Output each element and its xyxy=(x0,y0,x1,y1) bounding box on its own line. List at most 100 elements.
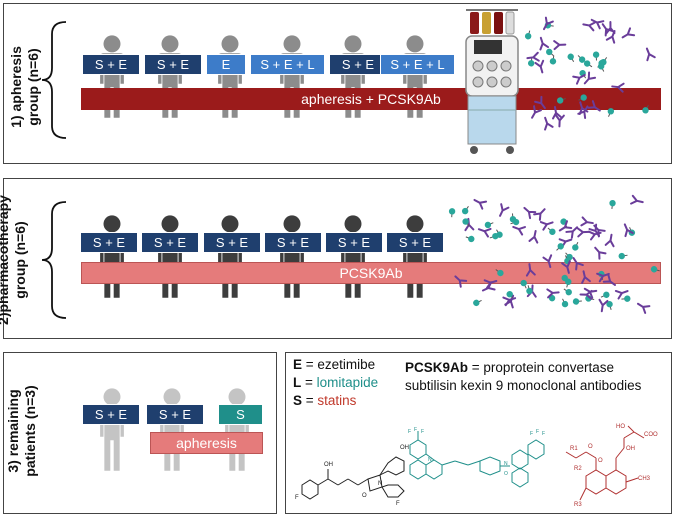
ligand-molecule-icon xyxy=(547,227,556,235)
antibody-icon xyxy=(512,225,526,236)
legend-lomitapide-eq: = xyxy=(301,375,317,390)
antibody-icon xyxy=(473,198,488,210)
ligand-molecule-icon xyxy=(578,94,587,101)
antibody-icon xyxy=(477,227,492,238)
legend-ezetimibe-text: = ezetimibe xyxy=(302,357,376,372)
apheresis-group-person-icon xyxy=(153,17,187,142)
pharmacotherapy-group-person-icon xyxy=(95,195,129,324)
statin-structure: HO COO OH O O CH3 R1 R2 R3 xyxy=(565,424,658,508)
ligand-molecule-icon xyxy=(600,291,610,298)
antibody-icon xyxy=(552,105,562,120)
apheresis-group-medication-tag: S + E xyxy=(82,54,140,75)
ligand-molecule-icon xyxy=(609,199,616,210)
statin-label-oh: OH xyxy=(626,446,635,452)
antibody-icon xyxy=(630,194,644,205)
antibody-icon xyxy=(533,208,546,221)
statin-label-o1: O xyxy=(588,444,593,450)
legend-ezetimibe-key: E xyxy=(293,357,303,372)
antibody-icon xyxy=(539,36,550,51)
lomitapide-label-f2: F xyxy=(408,429,411,435)
antibody-icon xyxy=(594,246,607,260)
antibody-icon xyxy=(581,270,591,284)
antibody-icon xyxy=(621,27,636,39)
antibody-icon xyxy=(623,223,634,238)
lomitapide-label-n1: N xyxy=(428,457,432,463)
antibody-icon xyxy=(583,71,597,85)
ezetimibe-label-f1: F xyxy=(295,495,299,501)
pharmacotherapy-group-medication-tag: S + E xyxy=(203,232,261,253)
pcsk9ab-bar-label: PCSK9Ab xyxy=(339,265,403,281)
pharmacotherapy-group-person-icon xyxy=(336,195,370,324)
ligand-molecule-icon xyxy=(484,221,494,229)
ligand-molecule-icon xyxy=(572,242,579,251)
antibody-icon xyxy=(604,233,615,248)
ligand-molecule-icon xyxy=(621,295,631,302)
antibody-icon xyxy=(582,21,596,32)
ligand-molecule-icon xyxy=(495,269,504,277)
antibody-icon xyxy=(614,289,629,300)
legend-panel xyxy=(285,352,672,514)
ezetimibe-label-n: N xyxy=(378,481,382,487)
ligand-molecule-icon xyxy=(563,288,572,296)
ligand-molecule-icon xyxy=(642,105,649,114)
apheresis-group-medication-tag: E xyxy=(206,54,246,75)
ligand-molecule-icon xyxy=(583,60,593,68)
lomitapide-label-f5: F xyxy=(530,431,533,437)
remaining-patients-medication-tag: S xyxy=(218,404,263,425)
statin-label-ch3: CH3 xyxy=(638,476,651,482)
antibody-icon xyxy=(542,254,553,269)
legend-statins-key: S xyxy=(293,393,303,408)
antibody-icon xyxy=(645,47,656,62)
antibody-icon xyxy=(528,229,539,244)
antibody-icon xyxy=(605,30,616,44)
ligand-molecule-icon xyxy=(520,279,527,289)
apheresis-group-medication-tag: S + E + L xyxy=(250,54,325,75)
lomitapide-label-n2: N xyxy=(504,461,508,467)
legend-statins-eq: = xyxy=(302,393,318,408)
ligand-molecule-icon xyxy=(496,229,503,238)
pharmacotherapy-group-person-icon xyxy=(153,195,187,324)
pharmacotherapy-group-medication-tag: S + E xyxy=(325,232,383,253)
ligand-molecule-icon xyxy=(549,55,557,65)
statin-label-r2: R2 xyxy=(574,466,582,472)
antibody-icon xyxy=(539,221,554,231)
ligand-molecule-icon xyxy=(650,266,660,273)
ligand-molecule-icon xyxy=(607,108,615,117)
ligand-molecule-icon xyxy=(461,206,469,215)
antibody-icon xyxy=(590,18,605,30)
legend-statins-text: statins xyxy=(317,393,357,408)
legend-ezetimibe: E = ezetimibe xyxy=(293,357,375,372)
bracket-1 xyxy=(41,21,67,139)
antibody-cloud-2 xyxy=(448,194,660,314)
antibody-cloud-1 xyxy=(524,16,656,131)
antibody-icon xyxy=(483,279,498,289)
antibody-icon xyxy=(544,116,554,131)
antibody-icon xyxy=(601,23,614,37)
statin-label-ho: HO xyxy=(616,424,625,430)
legend-statins: S = statins xyxy=(293,393,356,408)
ligand-molecule-icon xyxy=(567,53,575,63)
apheresis-group-medication-tag: S + E xyxy=(329,54,387,75)
antibody-icon xyxy=(499,203,510,217)
antibody-icon xyxy=(579,289,593,300)
ezetimibe-label-o: O xyxy=(362,493,367,499)
antibody-icon xyxy=(580,216,594,227)
remaining-patients-person-icon xyxy=(95,368,129,497)
remaining-patients-medication-tag: S + E xyxy=(146,404,204,425)
ezetimibe-label-oh1: OH xyxy=(324,462,333,468)
apheresis-group-person-icon xyxy=(95,17,129,142)
pharmacotherapy-group-person-icon xyxy=(398,195,432,324)
antibody-icon xyxy=(454,275,468,288)
remaining-patients-medication-tag: S + E xyxy=(82,404,140,425)
lomitapide-label-f3: F xyxy=(421,429,424,435)
ezetimibe-label-oh2: OH xyxy=(400,445,409,451)
ezetimibe-structure: OH OH O N F F xyxy=(295,445,409,507)
pharmacotherapy-group-medication-tag: S + E xyxy=(141,232,199,253)
ligand-molecule-icon xyxy=(618,252,628,260)
legend-pcsk9ab-text2: subtilisin kexin 9 monoclonal antibodies xyxy=(405,378,642,393)
antibody-icon xyxy=(611,82,625,93)
legend-lomitapide-text: lomitapide xyxy=(316,375,379,390)
apheresis-group-person-icon xyxy=(398,17,432,142)
apheresis-bar-label: apheresis xyxy=(176,435,237,451)
lomitapide-structure: F F F N N O F F F xyxy=(408,427,545,488)
